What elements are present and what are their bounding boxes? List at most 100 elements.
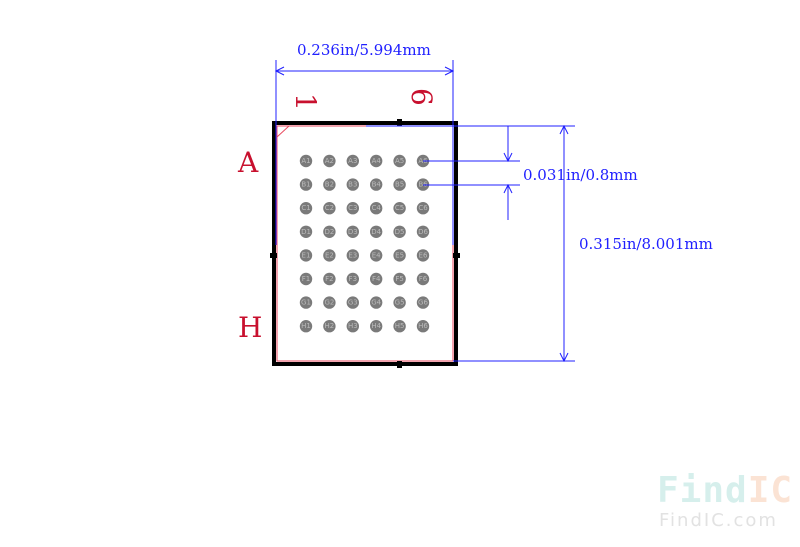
ball-label: G1 xyxy=(301,299,311,307)
ball-pad xyxy=(416,320,430,333)
ball-label: F6 xyxy=(419,275,428,283)
width-dimension xyxy=(274,60,455,245)
ball-label: D1 xyxy=(301,228,311,236)
outline-tick xyxy=(453,253,460,258)
ball-pad xyxy=(323,296,336,309)
ball-pad xyxy=(299,154,313,168)
ball-pad xyxy=(416,202,430,215)
ball-label: G4 xyxy=(371,299,381,307)
ball-pad xyxy=(370,320,383,333)
width-dimension-label: 0.236in/5.994mm xyxy=(297,41,431,59)
watermark-logo-a: Find xyxy=(657,470,748,511)
watermark-logo: FindIC xyxy=(657,470,793,511)
ball-label: B4 xyxy=(372,181,382,189)
ball-pad xyxy=(370,178,383,191)
ball-pad xyxy=(393,296,406,309)
ball-label: B1 xyxy=(301,181,310,189)
height-dimension xyxy=(453,124,575,363)
ball-label: F5 xyxy=(395,275,403,283)
ball-label: B2 xyxy=(325,181,334,189)
row-label-last: H xyxy=(238,311,262,344)
ball-label: D2 xyxy=(324,228,334,236)
ball-pad xyxy=(393,178,406,191)
ball-pad xyxy=(299,320,313,333)
ball-label: E4 xyxy=(372,251,381,259)
ball-label: A5 xyxy=(395,157,404,165)
ball-pad xyxy=(346,272,359,286)
pin1-marker xyxy=(276,125,290,138)
ball-label: C3 xyxy=(348,204,357,212)
ball-label: F4 xyxy=(372,275,381,283)
ball-pad xyxy=(323,320,336,333)
ball-pad xyxy=(323,202,336,215)
ball-pad xyxy=(393,320,406,333)
ball-pad xyxy=(299,202,313,215)
ball-pad xyxy=(416,249,430,262)
ball-pad xyxy=(346,320,359,333)
ball-label: D3 xyxy=(348,228,358,236)
ball-label: E6 xyxy=(419,251,428,259)
ball-label: D4 xyxy=(371,228,381,236)
ball-label: C6 xyxy=(418,204,428,212)
ball-pad xyxy=(346,154,359,168)
ball-pad xyxy=(416,272,430,286)
ball-pad xyxy=(323,225,336,238)
ball-label: G6 xyxy=(418,299,428,307)
ball-label: H4 xyxy=(371,322,381,330)
ball-label: G3 xyxy=(348,299,358,307)
ball-label: B5 xyxy=(395,181,404,189)
outline-tick xyxy=(270,253,277,258)
ball-pad xyxy=(416,225,430,238)
ball-pad xyxy=(299,249,313,262)
ball-pad xyxy=(323,178,336,191)
pitch-dimension-label: 0.031in/0.8mm xyxy=(523,166,638,184)
ball-label: C5 xyxy=(395,204,404,212)
ball-label: F3 xyxy=(349,275,357,283)
ball-label: H3 xyxy=(348,322,358,330)
ball-pad xyxy=(393,202,406,215)
ball-pad xyxy=(323,154,336,168)
ball-label: E3 xyxy=(348,251,357,259)
watermark-logo-b: IC xyxy=(747,470,794,511)
ball-pad xyxy=(370,225,383,238)
ball-pad xyxy=(393,272,406,286)
ball-pad xyxy=(346,202,359,215)
ball-label: G2 xyxy=(324,299,334,307)
watermark-url: FindIC.com xyxy=(659,510,778,531)
ball-pad xyxy=(323,249,336,262)
ball-label: H5 xyxy=(395,322,405,330)
height-dimension-label: 0.315in/8.001mm xyxy=(579,235,713,253)
ball-label: D5 xyxy=(395,228,405,236)
ball-pad xyxy=(323,272,336,286)
ball-pad xyxy=(370,249,383,262)
pitch-dimension xyxy=(366,125,575,220)
ball-label: C2 xyxy=(325,204,334,212)
ball-pad xyxy=(370,272,383,286)
ball-pad xyxy=(416,296,430,309)
ball-label: H2 xyxy=(325,322,335,330)
ball-label: B3 xyxy=(348,181,357,189)
ball-label: E5 xyxy=(395,251,404,259)
ball-pad xyxy=(346,225,359,238)
ball-label: E1 xyxy=(302,251,311,259)
ball-label: A3 xyxy=(348,157,357,165)
column-label-first: 1 xyxy=(289,93,322,111)
ball-pad xyxy=(370,296,383,309)
ball-pad xyxy=(370,202,383,215)
ball-label: D6 xyxy=(418,228,428,236)
ball-label: C1 xyxy=(301,204,310,212)
ball-pad xyxy=(299,178,313,191)
ball-pad xyxy=(393,154,406,168)
ball-pad xyxy=(299,296,313,309)
ball-pad xyxy=(346,178,359,191)
row-label-first: A xyxy=(237,146,259,179)
ball-label: H6 xyxy=(418,322,428,330)
ball-pad xyxy=(346,249,359,262)
ball-label: A4 xyxy=(372,157,382,165)
outline-tick xyxy=(397,119,402,126)
ball-label: C4 xyxy=(372,204,382,212)
ball-label: G5 xyxy=(395,299,405,307)
